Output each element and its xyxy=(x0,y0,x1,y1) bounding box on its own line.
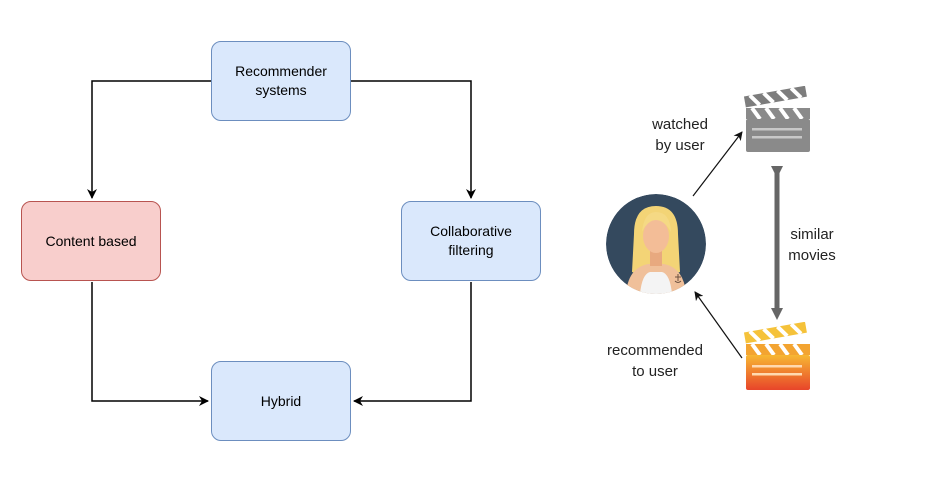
recommended-clapperboard-icon xyxy=(743,322,810,390)
arrow-collaborative-to-hybrid xyxy=(353,282,472,406)
user-avatar-icon xyxy=(606,194,706,294)
watched-by-user-label: watched by user xyxy=(652,116,708,154)
arrow-content-to-hybrid xyxy=(91,282,209,406)
node-collaborative-label: Collaborative filtering xyxy=(430,223,512,258)
node-hybrid-label: Hybrid xyxy=(260,392,302,409)
node-collaborative-filtering: Collaborative filtering xyxy=(401,201,541,281)
arrow-recommended-to-user xyxy=(694,291,743,359)
recommended-to-user-label: recommended to user xyxy=(607,342,703,380)
watched-clapperboard-icon xyxy=(743,86,810,152)
node-content-based-label: Content based xyxy=(45,232,137,249)
node-hybrid: Hybrid xyxy=(211,361,351,441)
arrow-user-to-watched xyxy=(692,131,743,197)
node-recommender-label: Recommender systems xyxy=(235,63,327,98)
similar-movies-label: similar movies xyxy=(788,226,836,264)
node-content-based: Content based xyxy=(21,201,161,281)
arrow-recommender-to-content xyxy=(87,80,211,199)
arrow-recommender-to-collaborative xyxy=(351,80,476,199)
node-recommender-systems: Recommender systems xyxy=(211,41,351,121)
